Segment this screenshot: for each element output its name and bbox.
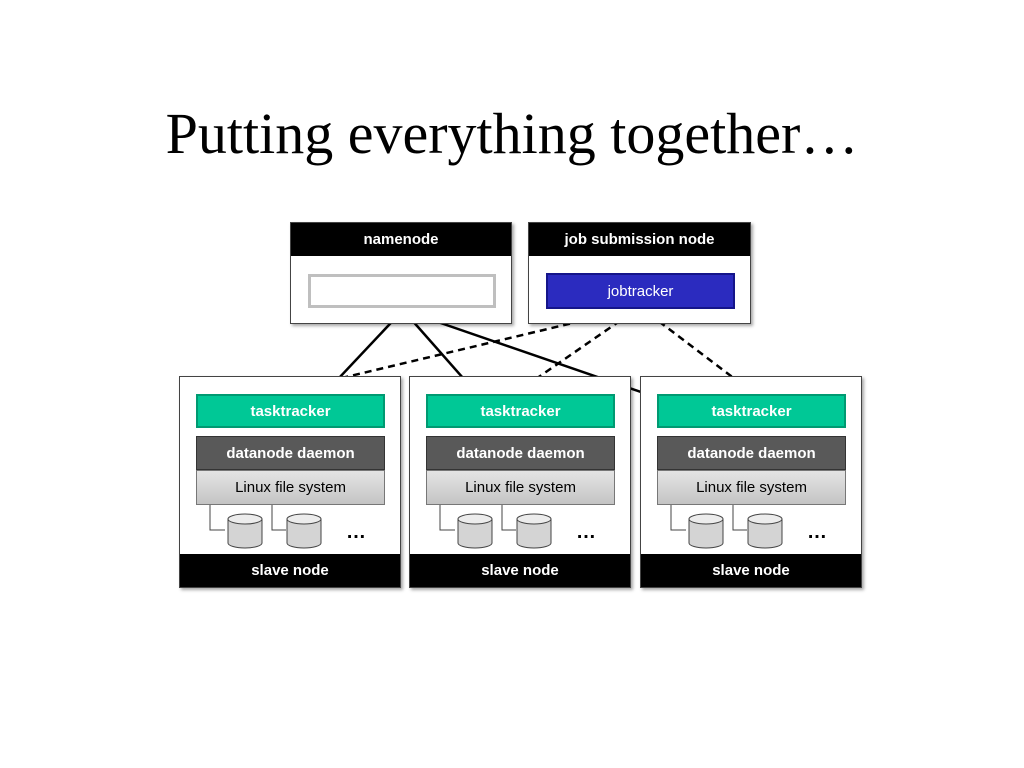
tasktracker-1: tasktracker <box>196 394 385 428</box>
ellipsis-3: … <box>807 521 827 543</box>
linux-fs-1: Linux file system <box>196 470 385 505</box>
disk-icon <box>688 513 724 549</box>
slave-node-footer-3: slave node <box>641 554 861 587</box>
disk-icon <box>227 513 263 549</box>
datanode-daemon-2: datanode daemon <box>426 436 615 470</box>
disk-icons-3 <box>670 505 783 549</box>
jobtracker: jobtracker <box>546 273 735 309</box>
ellipsis-2: … <box>576 521 596 543</box>
slave-node-2: tasktracker datanode daemon Linux file s… <box>409 376 631 588</box>
slide-title: Putting everything together… <box>165 101 859 166</box>
job-submission-header: job submission node <box>529 223 750 256</box>
ellipsis-1: … <box>346 521 366 543</box>
tasktracker-3: tasktracker <box>657 394 846 428</box>
slave-node-footer-2: slave node <box>410 554 630 587</box>
datanode-daemon-1: datanode daemon <box>196 436 385 470</box>
disk-icon <box>747 513 783 549</box>
namenode-slot <box>308 274 496 308</box>
namenode-header: namenode <box>291 223 511 256</box>
slave-node-footer-1: slave node <box>180 554 400 587</box>
linux-fs-3: Linux file system <box>657 470 846 505</box>
datanode-daemon-3: datanode daemon <box>657 436 846 470</box>
linux-fs-2: Linux file system <box>426 470 615 505</box>
disk-icons-2 <box>439 505 552 549</box>
disk-icon <box>286 513 322 549</box>
tasktracker-2: tasktracker <box>426 394 615 428</box>
slave-node-1: tasktracker datanode daemon Linux file s… <box>179 376 401 588</box>
disk-icon <box>457 513 493 549</box>
disk-icons-1 <box>209 505 322 549</box>
namenode-box: namenode <box>290 222 512 324</box>
job-submission-box: job submission node jobtracker <box>528 222 751 324</box>
slave-node-3: tasktracker datanode daemon Linux file s… <box>640 376 862 588</box>
disk-icon <box>516 513 552 549</box>
